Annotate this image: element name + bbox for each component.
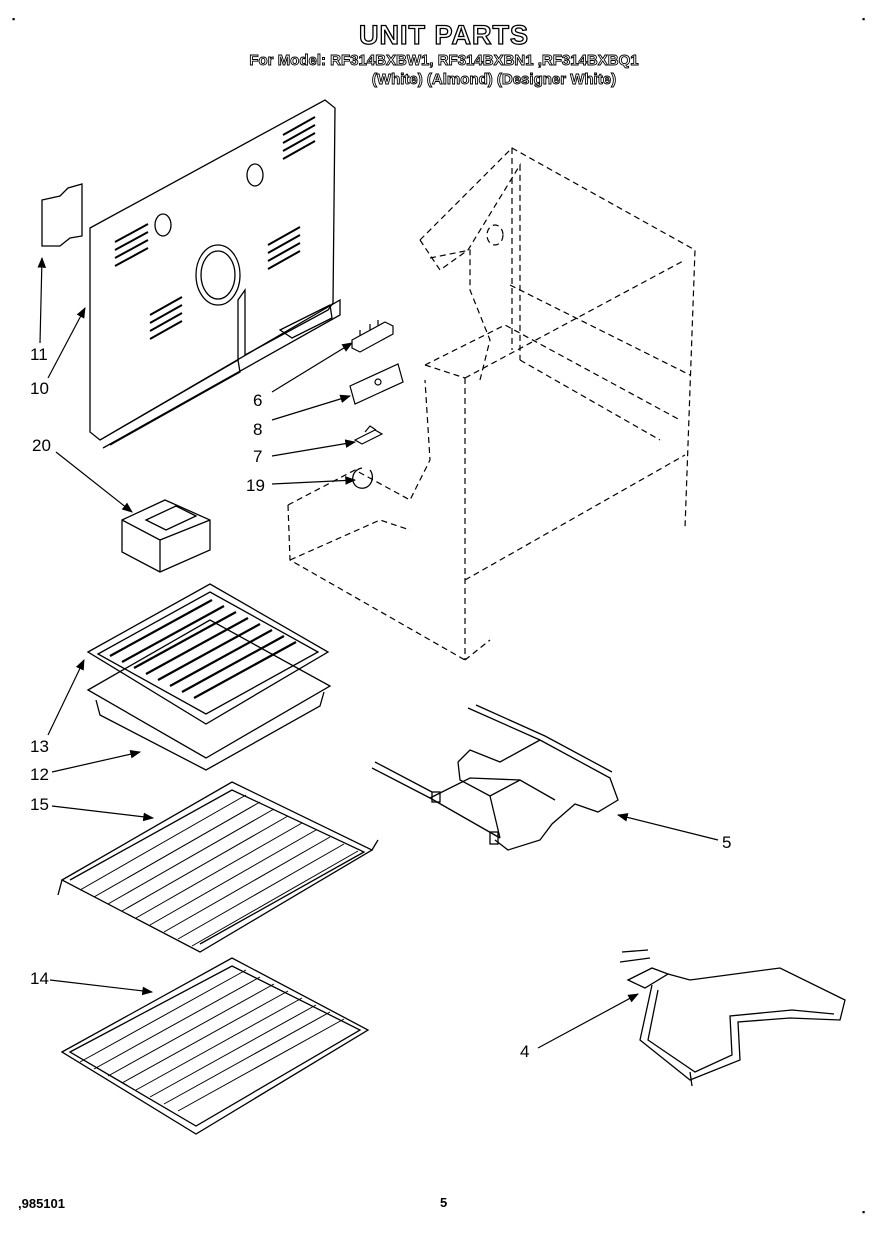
callout-14: 14: [30, 969, 49, 988]
corner-mark-bottom-right: ▪: [862, 1207, 866, 1217]
page-title: UNIT PARTS: [358, 19, 529, 50]
callout-11: 11: [30, 345, 48, 364]
corner-mark-top-right: ▪: [862, 14, 866, 24]
broil-element: [371, 704, 619, 851]
small-bracket-6: [351, 320, 394, 353]
ring-19: [352, 467, 374, 489]
callout-8: 8: [253, 420, 263, 439]
box-20: [121, 499, 211, 573]
callout-6: 6: [253, 391, 263, 410]
oven-rack-15: [57, 781, 379, 953]
oven-cabinet-outline: [287, 147, 696, 661]
insulation-gasket: [41, 183, 83, 247]
callout-5: 5: [722, 833, 732, 852]
callout-10: 10: [30, 379, 49, 398]
corner-mark-top-left: ▪: [12, 14, 16, 24]
callout-20: 20: [32, 436, 51, 455]
model-numbers: For Model: RF314BXBW1, RF314BXBN1 ,RF314…: [249, 52, 639, 70]
page-number: 5: [440, 1195, 448, 1210]
oven-rack-14: [60, 957, 370, 1135]
broiler-pan: [86, 583, 332, 771]
bake-element: [619, 949, 846, 1087]
callout-leaders: [37, 256, 719, 1049]
clip-7: [353, 425, 384, 445]
document-number: ,985101: [18, 1196, 65, 1211]
callout-15: 15: [30, 795, 49, 814]
model-colors: (White) (Almond) (Designer White): [371, 71, 617, 89]
callout-13: 13: [30, 737, 49, 756]
callout-4: 4: [520, 1042, 530, 1061]
callout-7: 7: [253, 447, 263, 466]
mounting-plate-8: [349, 363, 404, 405]
callout-12: 12: [30, 765, 49, 784]
callout-19: 19: [246, 476, 265, 495]
rear-panel: [89, 99, 341, 449]
